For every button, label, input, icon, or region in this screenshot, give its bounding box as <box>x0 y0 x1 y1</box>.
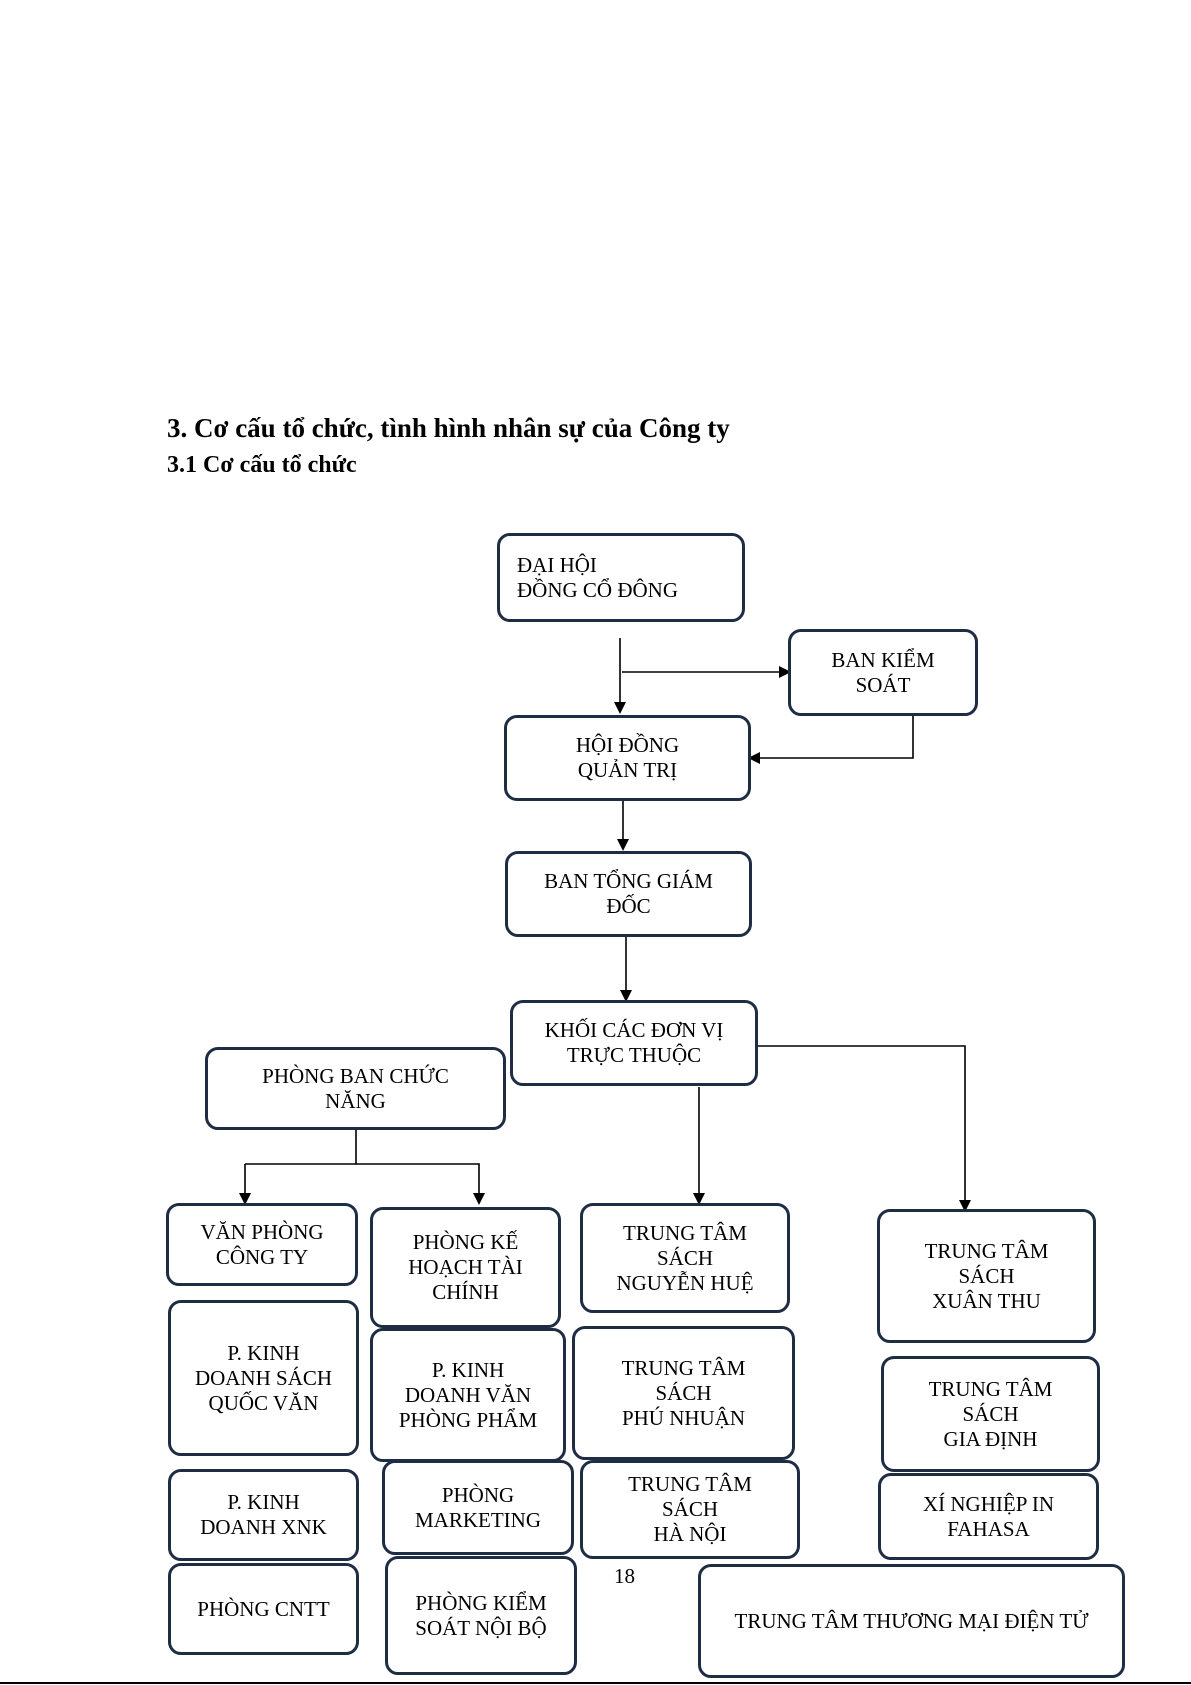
section-heading: 3. Cơ cấu tổ chức, tình hình nhân sự của… <box>167 413 730 443</box>
box-label: TRUNG TÂM THƯƠNG MẠI ĐIỆN TỬ <box>734 1608 1089 1633</box>
box-label: TRUNG TÂM SÁCH PHÚ NHUẬN <box>621 1355 746 1430</box>
page-bottom-rule <box>0 1682 1191 1684</box>
box-van-phong-cong-ty: VĂN PHÒNG CÔNG TY <box>166 1203 358 1286</box>
box-hoi-dong-quan-tri: HỘI ĐỒNG QUẢN TRỊ <box>504 715 751 801</box>
box-label: TRUNG TÂM SÁCH XUÂN THU <box>924 1238 1049 1313</box>
box-label: P. KINH DOANH VĂN PHÒNG PHẨM <box>398 1357 538 1432</box>
box-label: P. KINH DOANH XNK <box>200 1490 327 1539</box>
connector-khoi-xuanthu <box>758 1045 971 1212</box>
box-tt-sach-phu-nhuan: TRUNG TÂM SÁCH PHÚ NHUẬN <box>572 1326 795 1460</box>
box-label: BAN TỔNG GIÁM ĐỐC <box>544 869 713 918</box>
box-dai-hoi-dong-co-dong: ĐẠI HỘI ĐỒNG CỔ ĐÔNG <box>497 533 745 622</box>
box-phong-cntt: PHÒNG CNTT <box>168 1563 359 1655</box>
box-kd-sach-quoc-van: P. KINH DOANH SÁCH QUỐC VĂN <box>168 1300 359 1456</box>
connector-phongban-split <box>245 1130 357 1165</box>
box-label: HỘI ĐỒNG QUẢN TRỊ <box>575 733 680 782</box>
box-label: BAN KIỂM SOÁT <box>831 647 935 697</box>
box-label: PHÒNG BAN CHỨC NĂNG <box>262 1063 449 1113</box>
box-ban-tong-giam-doc: BAN TỔNG GIÁM ĐỐC <box>505 851 752 937</box>
box-phong-ban-chuc-nang: PHÒNG BAN CHỨC NĂNG <box>205 1047 506 1130</box>
box-phong-marketing: PHÒNG MARKETING <box>382 1460 574 1555</box>
box-label: KHỐI CÁC ĐƠN VỊ TRỰC THUỘC <box>544 1018 724 1067</box>
subsection-heading: 3.1 Cơ cấu tổ chức <box>167 452 357 478</box>
box-tt-sach-gia-dinh: TRUNG TÂM SÁCH GIA ĐỊNH <box>881 1356 1100 1472</box>
connector-to-kehoach <box>356 1163 485 1205</box>
box-ban-kiem-soat: BAN KIỂM SOÁT <box>788 629 978 716</box>
box-phong-kiem-soat-noi-bo: PHÒNG KIỂM SOÁT NỘI BỘ <box>385 1556 577 1675</box>
box-label: VĂN PHÒNG CÔNG TY <box>200 1219 324 1269</box>
box-label: PHÒNG CNTT <box>197 1596 330 1621</box>
box-label: XÍ NGHIỆP IN FAHASA <box>922 1491 1055 1541</box>
box-khoi-cac-don-vi-truc-thuoc: KHỐI CÁC ĐƠN VỊ TRỰC THUỘC <box>510 1000 758 1086</box>
box-label: TRUNG TÂM SÁCH HÀ NỘI <box>628 1472 752 1546</box>
box-tt-sach-nguyen-hue: TRUNG TÂM SÁCH NGUYỄN HUỆ <box>580 1203 790 1313</box>
box-label: ĐẠI HỘI ĐỒNG CỔ ĐÔNG <box>517 552 678 602</box>
box-label: TRUNG TÂM SÁCH NGUYỄN HUỆ <box>616 1220 754 1295</box>
box-kd-xnk: P. KINH DOANH XNK <box>168 1469 359 1561</box>
box-tt-thuong-mai-dien-tu: TRUNG TÂM THƯƠNG MẠI ĐIỆN TỬ <box>698 1564 1125 1678</box>
connector-bankiemsoat-hdqt <box>748 716 914 764</box>
box-label: PHÒNG KẾ HOẠCH TÀI CHÍNH <box>408 1230 523 1304</box>
box-tt-sach-xuan-thu: TRUNG TÂM SÁCH XUÂN THU <box>877 1209 1096 1343</box>
box-label: TRUNG TÂM SÁCH GIA ĐỊNH <box>928 1376 1053 1451</box>
box-label: PHÒNG MARKETING <box>415 1482 541 1532</box>
box-phong-ke-hoach-tai-chinh: PHÒNG KẾ HOẠCH TÀI CHÍNH <box>370 1207 561 1328</box>
page-number: 18 <box>614 1564 635 1588</box>
box-xi-nghiep-in-fahasa: XÍ NGHIỆP IN FAHASA <box>878 1473 1099 1560</box>
box-label: PHÒNG KIỂM SOÁT NỘI BỘ <box>415 1590 547 1640</box>
box-tt-sach-ha-noi: TRUNG TÂM SÁCH HÀ NỘI <box>580 1460 800 1559</box>
box-kd-van-phong-pham: P. KINH DOANH VĂN PHÒNG PHẨM <box>370 1328 566 1462</box>
box-label: P. KINH DOANH SÁCH QUỐC VĂN <box>194 1340 333 1415</box>
